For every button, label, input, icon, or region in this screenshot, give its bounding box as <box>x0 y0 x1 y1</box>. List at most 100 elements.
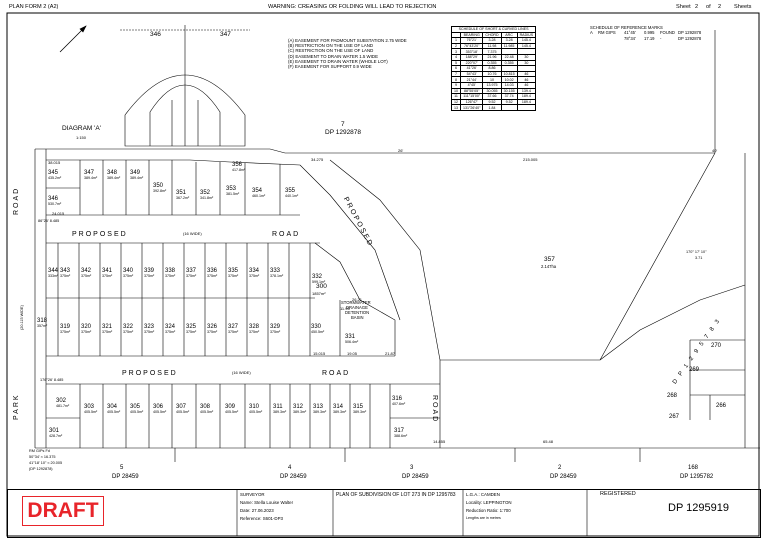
lot-area: 375m² <box>123 330 134 334</box>
lot-area: 341.8m² <box>200 196 214 200</box>
sheet-number: 2 <box>695 4 699 10</box>
sheets-label: Sheets <box>734 4 752 10</box>
dp-number: DP 1295919 <box>668 502 729 514</box>
lot-number: 330 <box>311 324 322 330</box>
lot-number: 308 <box>200 404 211 410</box>
lot-number: 315 <box>353 404 364 410</box>
lot-number: 305 <box>130 404 141 410</box>
lot-number: 302 <box>56 398 67 404</box>
lot-number: 349 <box>130 170 141 176</box>
lot-area: 428.7m² <box>49 434 63 438</box>
reference-marks-title: SCHEDULE OF REFERENCE MARKS <box>590 25 663 30</box>
lot-number: 325 <box>186 324 197 330</box>
lot-number: 307 <box>176 404 187 410</box>
lot-number: 331 <box>345 334 356 340</box>
lot-number: 342 <box>81 268 92 274</box>
lot-number: 352 <box>200 190 211 196</box>
mid-row-dividers <box>57 243 311 356</box>
lot-number: 333 <box>270 268 281 274</box>
schedule-header: CHORD <box>482 31 502 39</box>
easement-note: (F) EASEMENT FOR SUPPORT 0.9 WIDE <box>288 64 372 70</box>
schedule-cell: 1.84 <box>482 104 502 111</box>
lot-area: 389.4m² <box>130 176 144 180</box>
lot-area: 375m² <box>186 274 197 278</box>
adjoining-lot-number: 3 <box>410 465 414 471</box>
lot-area: 375m² <box>81 330 92 334</box>
lot-area: 481.7m² <box>56 404 70 408</box>
lot-area: 375m² <box>207 274 218 278</box>
lot-number: 340 <box>123 268 134 274</box>
schedule-cell: 220°07' <box>459 59 484 67</box>
lot-300-area: 1857m² <box>312 291 326 296</box>
lot-number: 336 <box>207 268 218 274</box>
north-arrow-head <box>79 25 87 33</box>
schedule-header: BEARING <box>459 31 484 39</box>
lot-area: 405.5m² <box>225 410 239 414</box>
surveyor-name: Name: Stella Louise Walter <box>240 500 294 505</box>
lot-number: 312 <box>293 404 304 410</box>
lot-area: 405.5m² <box>200 410 214 414</box>
lot-area: 375m² <box>102 274 113 278</box>
lot-area: 389.3m² <box>353 410 367 414</box>
schedule-cell: 30.155 <box>500 87 518 95</box>
of-label: of <box>706 4 711 10</box>
lot-area: 405.5m² <box>107 410 121 414</box>
lot-area: 389.4m² <box>107 176 121 180</box>
reference-mark-cell: 17.19 <box>644 35 655 41</box>
sheet-label: Sheet <box>676 4 691 10</box>
schedule-cell: 10 <box>482 76 502 83</box>
diagram-a-outline <box>124 74 246 147</box>
lot-area: 375m² <box>144 274 155 278</box>
lot-number: 335 <box>228 268 239 274</box>
lot-area: 375m² <box>123 274 134 278</box>
lot-number: 318 <box>37 318 48 324</box>
lot-area: 405.5m² <box>84 410 98 414</box>
lot-area: 375m² <box>165 274 176 278</box>
dim-11-95: 11.95 <box>340 306 350 311</box>
lot-267: 267 <box>669 414 680 420</box>
lot-area: 333m² <box>48 274 59 278</box>
dim-65-48: 65.48 <box>543 439 554 444</box>
lot-area: 375m² <box>249 330 260 334</box>
rm-gips-low: RM GIPs Fd <box>29 449 50 453</box>
lot-area: 388.6m² <box>394 434 408 438</box>
lot-number: 306 <box>153 404 164 410</box>
surveyor-label: SURVEYOR <box>240 492 265 497</box>
schedule-cell <box>516 65 537 72</box>
east-lots-north <box>599 284 746 361</box>
lot-area: 450.5m² <box>311 330 325 334</box>
reference-mark-cell: 0.995 <box>644 30 655 36</box>
lot357-boundary <box>440 152 716 361</box>
lot-346-top: 346 <box>150 31 161 38</box>
lot-area: 530.7m² <box>48 202 62 206</box>
lot-7-dp: DP 1292878 <box>325 129 362 136</box>
schedule-cell: 189.4 <box>516 93 537 100</box>
adjoining-lot-dp: DP 28459 <box>550 474 577 480</box>
reference-mark-cell: 41°45' <box>624 30 636 36</box>
lot-266: 266 <box>716 403 727 409</box>
lot-area: 405.5m² <box>130 410 144 414</box>
road2-proposed: PROPOSED <box>122 370 178 377</box>
lot-268: 268 <box>667 393 678 399</box>
lot-number: 341 <box>102 268 113 274</box>
lot-area: 375m² <box>144 330 155 334</box>
bottom-row-dividers <box>79 384 440 448</box>
lot-number: 301 <box>49 428 60 434</box>
lot-number: 338 <box>165 268 176 274</box>
lot-area: 375m² <box>186 330 197 334</box>
dim-26-top: 26' <box>398 148 404 153</box>
schedule-cell: 9.52 <box>500 98 518 106</box>
schedule-cell: 21°44' <box>459 76 484 83</box>
reference-mark-cell: DP 1292878 <box>678 30 702 36</box>
lot-number: 344 <box>48 268 59 274</box>
lot-area: 506.4m² <box>345 340 359 344</box>
reduction-ratio: Reduction Ratio: 1:700 <box>466 508 511 513</box>
lot-number: 326 <box>207 324 218 330</box>
lot-number: 353 <box>226 186 237 192</box>
lot-357-number: 357 <box>544 256 555 263</box>
diag-road-east <box>329 159 441 448</box>
adjoining-lot-number: 4 <box>288 465 292 471</box>
lot-number: 345 <box>48 170 59 176</box>
lot-area: 405.5m² <box>176 410 190 414</box>
